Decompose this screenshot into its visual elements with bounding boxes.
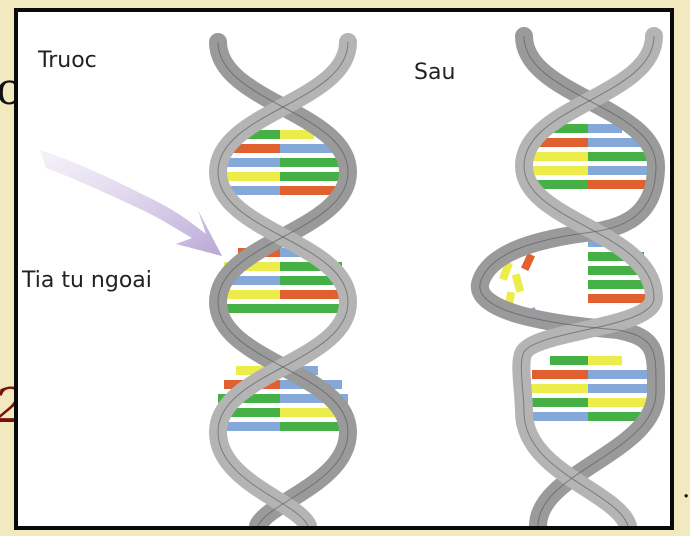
label-after: Sau <box>414 60 455 85</box>
background-text-fragment-right: . <box>682 474 690 504</box>
dna-helix-after <box>480 36 656 526</box>
label-uv-ray: Tia tu ngoai <box>22 268 152 293</box>
label-before: Truoc <box>38 48 97 73</box>
uv-ray-arrow <box>40 150 222 256</box>
dna-helix-before <box>216 42 350 526</box>
dna-diagram-frame: Truoc Sau Tia tu ngoai <box>14 8 674 530</box>
